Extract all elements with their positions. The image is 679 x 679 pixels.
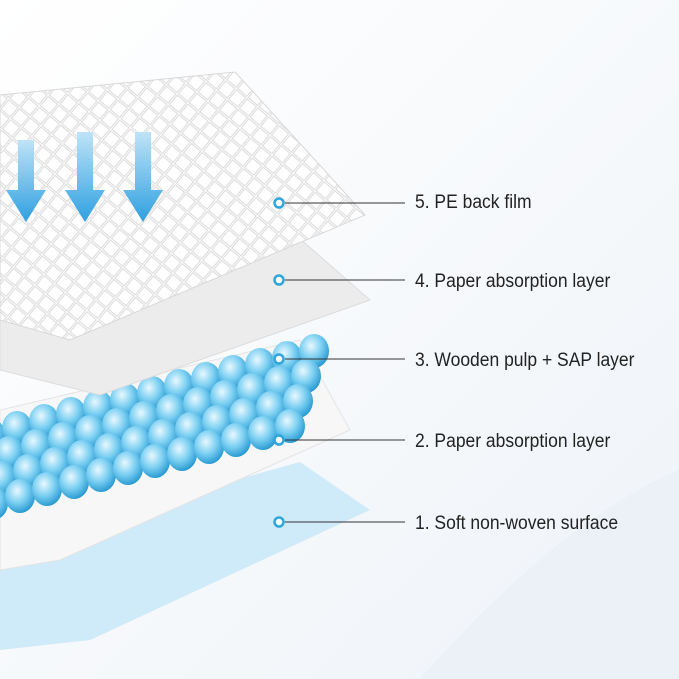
callout-dot-icon [273, 434, 285, 446]
layer-label-3: 3. Wooden pulp + SAP layer [415, 350, 635, 371]
down-arrow-icon [123, 132, 163, 222]
callout-dot-icon [273, 197, 285, 209]
layer-label-4: 4. Paper absorption layer [415, 271, 611, 292]
callout-dot-icon [273, 516, 285, 528]
sap-bead [86, 458, 116, 492]
background-swoosh [420, 470, 679, 679]
callout-dot-icon [273, 274, 285, 286]
sap-bead [221, 423, 251, 457]
callout-dot-icon [273, 353, 285, 365]
layer-label-1: 1. Soft non-woven surface [415, 513, 619, 534]
down-arrow-icon [6, 140, 46, 222]
sap-bead [275, 409, 305, 443]
callout-lines [273, 197, 405, 528]
sap-bead [59, 465, 89, 499]
sap-bead-layer [0, 334, 329, 519]
sap-bead [32, 472, 62, 506]
layer-label-5: 5. PE back film [415, 192, 532, 213]
soft-non-woven-surface-layer [0, 462, 370, 650]
down-arrows [6, 132, 163, 222]
sap-bead [167, 437, 197, 471]
down-arrow-icon [65, 132, 105, 222]
sap-bead [248, 416, 278, 450]
sap-bead [194, 430, 224, 464]
layer-label-2: 2. Paper absorption layer [415, 431, 611, 452]
sap-bead [5, 479, 35, 513]
sap-bead [140, 444, 170, 478]
sap-bead [113, 451, 143, 485]
